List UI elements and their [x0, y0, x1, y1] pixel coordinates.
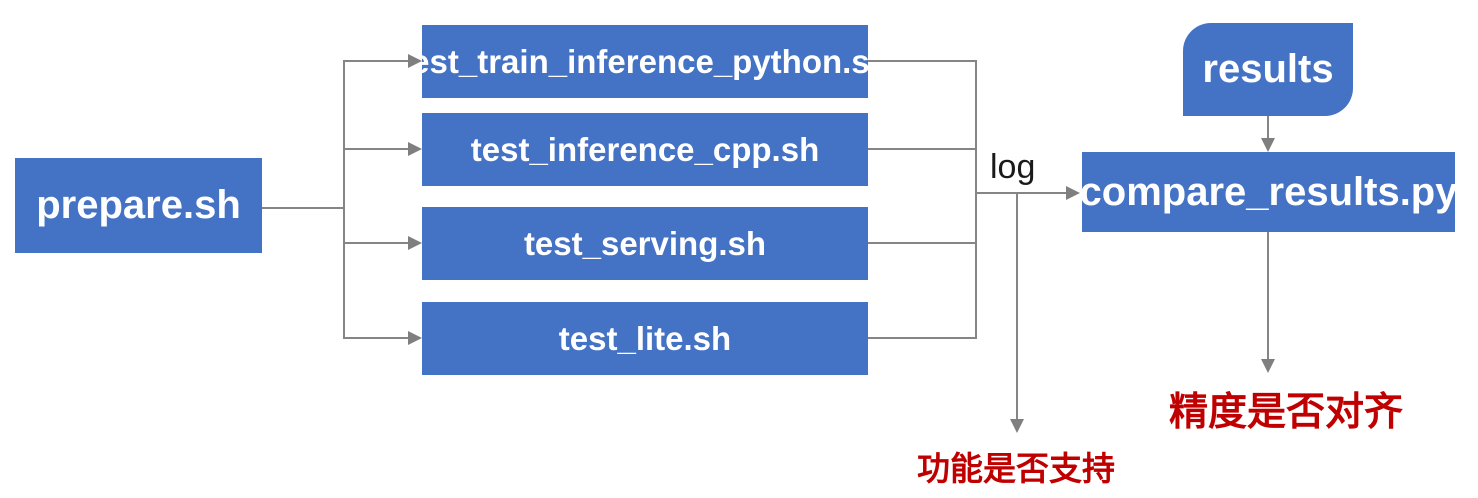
arrowhead-down-icon: [1261, 138, 1275, 152]
connector-branch-test2: [343, 148, 408, 150]
connector-test1-out: [868, 60, 977, 62]
connector-test2-out: [868, 148, 977, 150]
arrowhead-down-icon: [1261, 359, 1275, 373]
arrowhead-down-icon: [1010, 419, 1024, 433]
connector-compare-down: [1267, 232, 1269, 361]
arrowhead-right-icon: [408, 142, 422, 156]
results-node: results: [1183, 23, 1353, 116]
test-node-inference-cpp: test_inference_cpp.sh: [422, 113, 868, 186]
connector-log-to-compare: [975, 192, 1068, 194]
test-node-lite: test_lite.sh: [422, 302, 868, 375]
arrowhead-right-icon: [408, 331, 422, 345]
arrowhead-right-icon: [1066, 186, 1080, 200]
prepare-node: prepare.sh: [15, 158, 262, 253]
node-label: compare_results.py: [1079, 169, 1458, 214]
node-label: test_lite.sh: [558, 319, 732, 357]
accuracy-aligned-label: 精度是否对齐: [1168, 391, 1404, 434]
connector-test3-out: [868, 242, 977, 244]
connector-branch-test1: [343, 60, 408, 62]
function-support-label: 功能是否支持: [917, 450, 1115, 487]
connector-branch-test3: [343, 242, 408, 244]
connector-test4-out: [868, 337, 977, 339]
test-node-serving: test_serving.sh: [422, 207, 868, 280]
node-label: results: [1202, 47, 1334, 91]
connector-left-rail: [343, 61, 345, 339]
node-label: test_inference_cpp.sh: [470, 130, 820, 168]
test-node-train-inference-python: test_train_inference_python.sh: [400, 25, 890, 98]
compare-results-node: compare_results.py: [1079, 152, 1458, 232]
node-label: test_serving.sh: [523, 224, 767, 262]
connector-log-down: [1016, 192, 1018, 421]
log-label: log: [990, 148, 1036, 186]
node-label: test_train_inference_python.sh: [400, 42, 890, 80]
connector-results-to-compare: [1267, 116, 1269, 140]
connector-branch-test4: [343, 337, 408, 339]
node-label: prepare.sh: [36, 183, 241, 227]
arrowhead-right-icon: [408, 236, 422, 250]
arrowhead-right-icon: [408, 54, 422, 68]
connector-right-rail: [975, 60, 977, 339]
connector-prepare-out: [262, 207, 344, 209]
